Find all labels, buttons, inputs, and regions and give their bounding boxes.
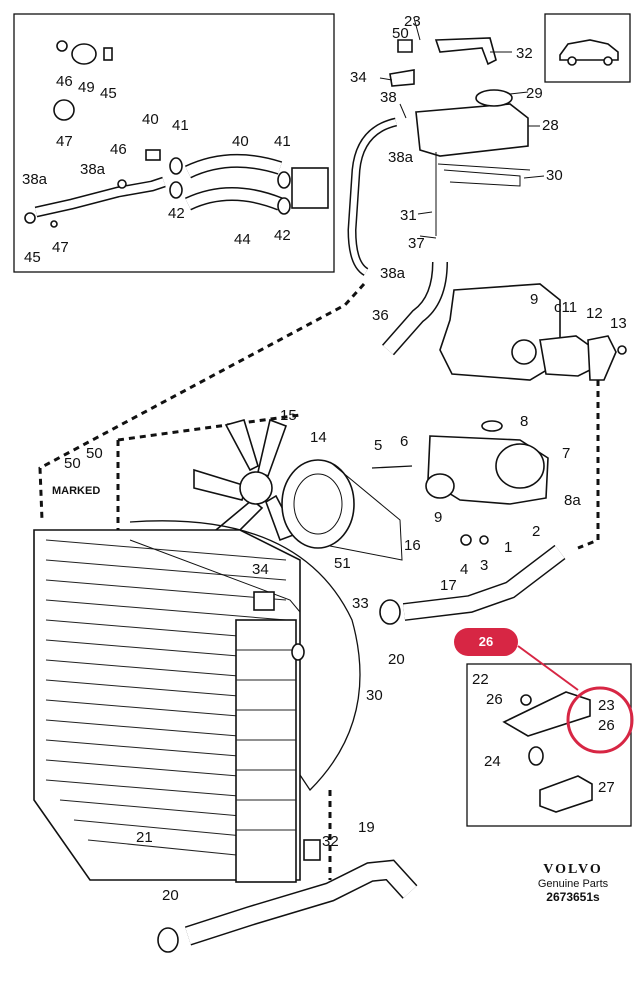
callout-label: 38 bbox=[380, 89, 397, 106]
callout-label: 32 bbox=[516, 45, 533, 62]
callout-label: 15 bbox=[280, 407, 297, 424]
callout-label: 20 bbox=[388, 651, 405, 668]
callout-label: 9 bbox=[530, 291, 538, 308]
highlight-badge[interactable]: 26 bbox=[454, 628, 518, 656]
brand-block: VOLVO Genuine Parts 2673651s bbox=[527, 862, 619, 904]
callout-label: 27 bbox=[598, 779, 615, 796]
engine-block-section bbox=[439, 283, 627, 432]
callout-label: 3 bbox=[480, 557, 488, 574]
callout-label: 47 bbox=[56, 133, 73, 150]
bracket-inset-box bbox=[466, 663, 632, 827]
highlight-ring bbox=[566, 686, 634, 754]
callout-label: 50 bbox=[86, 445, 103, 462]
callout-label: 46 bbox=[56, 73, 73, 90]
callout-label: 2 bbox=[532, 523, 540, 540]
fan-shroud bbox=[129, 520, 361, 792]
callout-label: 23 bbox=[404, 13, 421, 30]
fan-and-pulley bbox=[193, 418, 403, 561]
callout-label: 9 bbox=[434, 509, 442, 526]
callout-label: 51 bbox=[334, 555, 351, 572]
callout-label: 33 bbox=[352, 595, 369, 612]
car-icon bbox=[559, 39, 619, 66]
callout-label: 23 bbox=[598, 697, 615, 714]
water-pump bbox=[371, 435, 549, 546]
callout-label: 26 bbox=[598, 717, 615, 734]
callout-labels: 46 49 45 47 40 41 46 40 41 38a 38a 42 44… bbox=[22, 13, 627, 904]
callout-label: 30 bbox=[366, 687, 383, 704]
part-code: 2673651s bbox=[546, 890, 600, 904]
callout-label: 13 bbox=[610, 315, 627, 332]
bracket-inset-parts bbox=[502, 691, 593, 813]
callout-label: 22 bbox=[472, 671, 489, 688]
callout-label: 8a bbox=[564, 492, 581, 509]
highlight-leader bbox=[517, 645, 579, 691]
callout-label: 31 bbox=[400, 207, 417, 224]
expansion-tank bbox=[389, 37, 531, 236]
car-thumbnail-box bbox=[544, 13, 631, 83]
callout-label: 45 bbox=[24, 249, 41, 266]
callout-label: 24 bbox=[484, 753, 501, 770]
callout-label: 4 bbox=[460, 561, 468, 578]
callout-label: 40 bbox=[232, 133, 249, 150]
dashed-link-overflow bbox=[38, 282, 366, 521]
callout-label: 38a bbox=[388, 149, 414, 166]
callout-label: 28 bbox=[542, 117, 559, 134]
callout-label: 50 bbox=[392, 25, 409, 42]
callout-label: 5 bbox=[374, 437, 382, 454]
inset-hose-parts bbox=[24, 40, 329, 228]
callout-label: 50 bbox=[64, 455, 81, 472]
callout-label: 38a bbox=[22, 171, 48, 188]
callout-label: 1 bbox=[504, 539, 512, 556]
callout-label: 34 bbox=[350, 69, 367, 86]
marked-label: MARKED bbox=[52, 485, 100, 497]
callout-label: 41 bbox=[172, 117, 189, 134]
callout-label: 40 bbox=[142, 111, 159, 128]
callout-label: 29 bbox=[526, 85, 543, 102]
dashed-link-lower bbox=[577, 380, 600, 550]
hose-kit-inset-box bbox=[13, 13, 335, 273]
callout-label: 8 bbox=[520, 413, 528, 430]
callout-label: 17 bbox=[440, 577, 457, 594]
callout-label: 32 bbox=[322, 833, 339, 850]
callout-label: 42 bbox=[274, 227, 291, 244]
brand-logo: VOLVO bbox=[543, 862, 603, 877]
brand-tagline: Genuine Parts bbox=[537, 878, 609, 890]
callout-label: 38a bbox=[380, 265, 406, 282]
callout-label: 30 bbox=[546, 167, 563, 184]
callout-label: 7 bbox=[562, 445, 570, 462]
callout-label: 38a bbox=[80, 161, 106, 178]
callout-label: 6 bbox=[400, 433, 408, 450]
callout-label: 20 bbox=[162, 887, 179, 904]
callout-label: 44 bbox=[234, 231, 251, 248]
callout-label: 14 bbox=[310, 429, 327, 446]
callout-label: 19 bbox=[358, 819, 375, 836]
callout-label: 46 bbox=[110, 141, 127, 158]
callout-label: 34 bbox=[252, 561, 269, 578]
callout-label: 16 bbox=[404, 537, 421, 554]
callout-label: 42 bbox=[168, 205, 185, 222]
callout-label: 36 bbox=[372, 307, 389, 324]
dashed-link-fan bbox=[116, 413, 301, 555]
radiator bbox=[33, 529, 301, 883]
callout-label: 45 bbox=[100, 85, 117, 102]
callout-label: c11 bbox=[554, 299, 577, 316]
callout-label: 37 bbox=[408, 235, 425, 252]
callout-label: 47 bbox=[52, 239, 69, 256]
callout-label: 41 bbox=[274, 133, 291, 150]
callout-label: 21 bbox=[136, 829, 153, 846]
callout-label: 49 bbox=[78, 79, 95, 96]
callout-label: 26 bbox=[486, 691, 503, 708]
callout-label: 12 bbox=[586, 305, 603, 322]
